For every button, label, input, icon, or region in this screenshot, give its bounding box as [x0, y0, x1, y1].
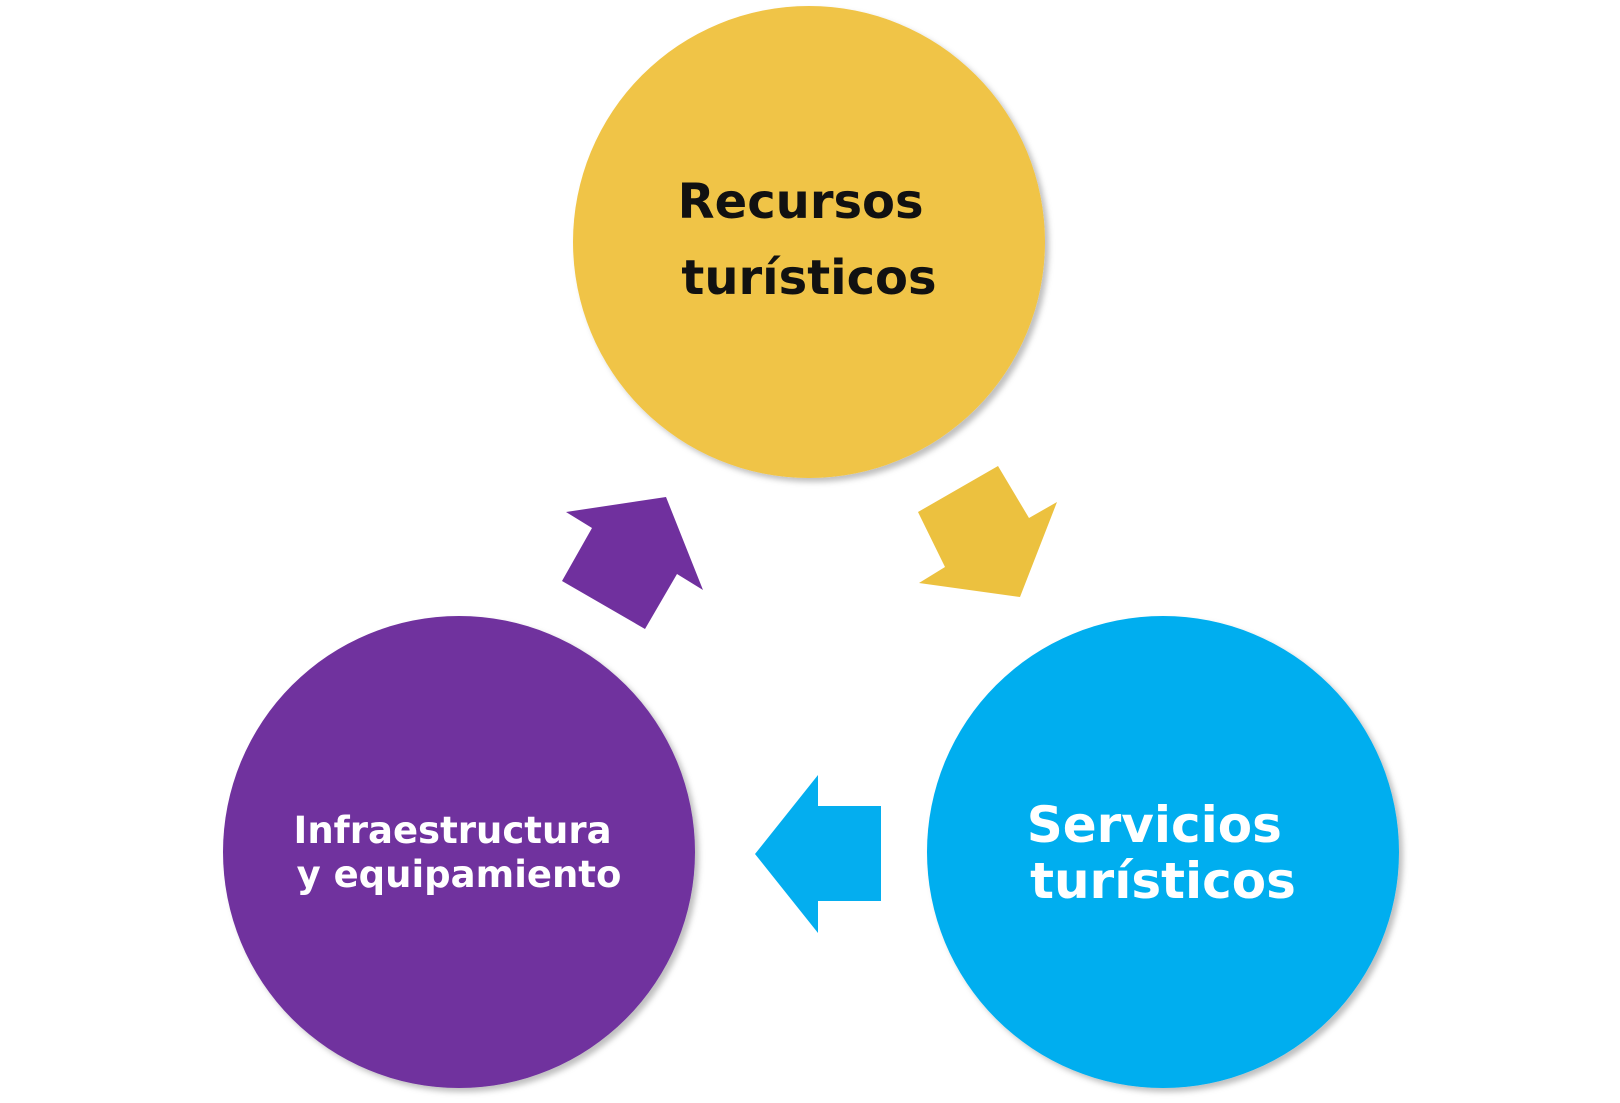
- arrow-down-right-icon: [918, 466, 1057, 597]
- arrow-left-icon: [755, 775, 881, 933]
- servicios-label-line-2: turísticos: [1030, 852, 1296, 910]
- node-infraestructura-equipamiento: Infraestructura y equipamiento: [223, 616, 695, 1088]
- node-recursos-turisticos: Recursos turísticos: [573, 6, 1045, 478]
- recursos-label-line-1: Recursos: [678, 174, 924, 230]
- servicios-circle: [927, 616, 1399, 1088]
- infraestructura-label-line-1: Infraestructura: [294, 809, 612, 852]
- recursos-label-line-2: turísticos: [681, 250, 936, 306]
- arrow-up-right-icon: [562, 497, 703, 629]
- infraestructura-label-line-2: y equipamiento: [297, 853, 622, 896]
- recursos-circle: [573, 6, 1045, 478]
- infraestructura-label: Infraestructura y equipamiento: [294, 809, 625, 896]
- recursos-label: Recursos turísticos: [678, 174, 941, 306]
- node-servicios-turisticos: Servicios turísticos: [927, 616, 1399, 1088]
- servicios-label: Servicios turísticos: [1027, 796, 1300, 910]
- servicios-label-line-1: Servicios: [1027, 796, 1282, 854]
- infraestructura-circle: [223, 616, 695, 1088]
